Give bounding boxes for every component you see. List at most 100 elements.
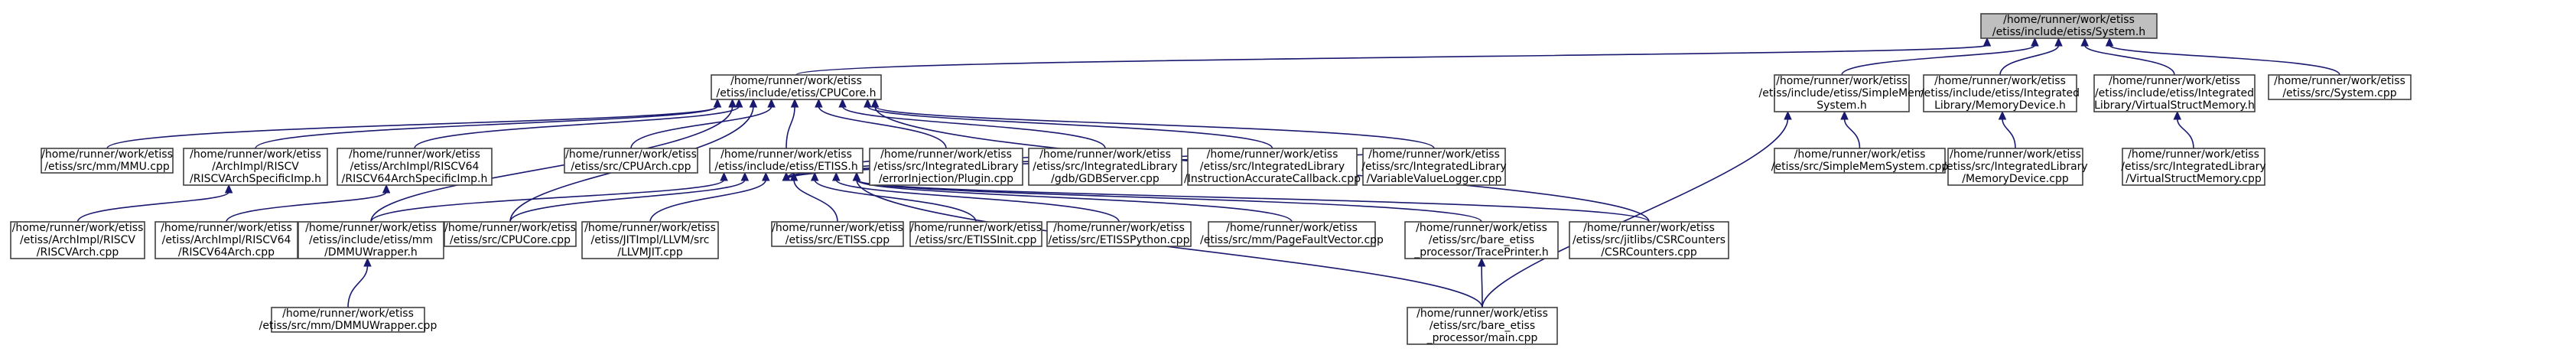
file-node-mmu-cpp[interactable]: /home/runner/work/etiss/etiss/src/mm/MMU… — [41, 148, 174, 174]
edge-arrowhead — [2173, 110, 2182, 120]
file-node-iac-cpp[interactable]: /home/runner/work/etiss/etiss/src/Integr… — [1184, 148, 1361, 186]
file-node-etiss-cpp[interactable]: /home/runner/work/etiss/etiss/src/ETISS.… — [771, 221, 904, 247]
file-node-label-line: /ArchImpl/RISCV — [212, 161, 299, 173]
file-node-box — [869, 148, 1023, 186]
file-node-box — [1187, 148, 1358, 186]
file-node-label-line: /home/runner/work/etiss — [1583, 222, 1715, 234]
file-node-etiss-h[interactable]: /home/runner/work/etiss/etiss/include/et… — [709, 148, 864, 174]
file-node-vvl-cpp[interactable]: /home/runner/work/etiss/etiss/src/Integr… — [1361, 148, 1507, 186]
file-node-label-line: /home/runner/work/etiss — [1207, 148, 1338, 161]
file-node-etissinit-cpp[interactable]: /home/runner/work/etiss/etiss/src/ETISSI… — [909, 221, 1042, 247]
file-node-label-line: /etiss/src/jitlibs/CSRCounters — [1573, 234, 1725, 246]
file-node-box — [1046, 221, 1192, 247]
edge-arrowhead — [1982, 37, 1992, 47]
file-node-box — [711, 74, 882, 100]
edge-arrowhead — [838, 98, 847, 108]
file-node-cpuarch-cpp[interactable]: /home/runner/work/etiss/etiss/src/CPUArc… — [564, 148, 698, 174]
file-node-vsm-cpp[interactable]: /home/runner/work/etiss/etiss/src/Integr… — [2121, 148, 2266, 186]
file-node-label-line: /home/runner/work/etiss — [2274, 75, 2405, 87]
file-node-label-line: /etiss/src/bare_etiss — [1429, 320, 1535, 332]
file-node-traceprinter-h[interactable]: /home/runner/work/etiss/etiss/src/bare_e… — [1404, 221, 1559, 259]
file-node-errinj-cpp[interactable]: /home/runner/work/etiss/etiss/src/Integr… — [869, 148, 1023, 186]
edge-arrowhead — [762, 171, 770, 181]
edge-memdev-cpp-to-memdev-h — [2002, 118, 2016, 149]
file-node-label-line: /home/runner/work/etiss — [41, 148, 173, 161]
file-node-label-line: /home/runner/work/etiss — [1950, 148, 2081, 161]
file-node-memdev-h[interactable]: /home/runner/work/etiss/etiss/include/et… — [1921, 74, 2080, 112]
file-node-main-cpp[interactable]: /home/runner/work/etiss/etiss/src/bare_e… — [1407, 307, 1558, 345]
file-node-box — [2268, 74, 2412, 100]
edge-arrowhead — [749, 98, 758, 108]
file-node-etisspy-cpp[interactable]: /home/runner/work/etiss/etiss/src/ETISSP… — [1046, 221, 1192, 247]
file-node-box — [771, 221, 904, 247]
edge-csr-cpp-to-etiss-h — [856, 179, 1650, 223]
file-node-label-line: /etiss/include/etiss/SimpleMem — [1759, 87, 1925, 99]
file-node-label-line: /home/runner/work/etiss — [1794, 148, 1926, 161]
file-node-dmmu-h[interactable]: /home/runner/work/etiss/etiss/include/et… — [298, 221, 444, 259]
file-node-gdb-cpp[interactable]: /home/runner/work/etiss/etiss/src/Integr… — [1028, 148, 1182, 186]
file-node-label-line: /home/runner/work/etiss — [584, 222, 716, 234]
file-node-csr-cpp[interactable]: /home/runner/work/etiss/etiss/src/jitlib… — [1569, 221, 1729, 259]
edge-arrowhead — [734, 98, 743, 108]
file-node-label-line: _processor/main.cpp — [1426, 332, 1538, 344]
edge-etiss-cpp-to-etiss-h — [793, 179, 838, 223]
file-node-riscvarch-cpp[interactable]: /home/runner/work/etiss/etiss/ArchImpl/R… — [10, 221, 145, 259]
edge-arrowhead — [2031, 37, 2039, 47]
file-node-box — [1028, 148, 1182, 186]
file-node-llvmjit-cpp[interactable]: /home/runner/work/etiss/etiss/JITImpl/LL… — [581, 221, 719, 259]
edge-arrowhead — [852, 171, 861, 181]
file-node-cpucore-h[interactable]: /home/runner/work/etiss/etiss/include/et… — [711, 74, 882, 100]
file-node-label-line: /etiss/src/IntegratedLibrary — [1361, 161, 1506, 173]
file-node-box — [1774, 74, 1910, 112]
file-node-box — [564, 148, 698, 174]
edge-memdev-h-to-system-h — [1999, 44, 2060, 76]
edge-dmmu-h-to-cpucore-h — [370, 106, 733, 223]
file-node-box — [2093, 74, 2256, 112]
file-node-system-cpp[interactable]: /home/runner/work/etiss/etiss/src/System… — [2268, 74, 2412, 100]
file-node-label-line: /home/runner/work/etiss — [1416, 222, 1547, 234]
file-node-label-line: /home/runner/work/etiss — [1053, 222, 1185, 234]
file-node-label-line: /etiss/src/System.cpp — [2282, 87, 2396, 99]
edge-simplemem-h-to-system-h — [1841, 44, 2036, 76]
file-node-memdev-cpp[interactable]: /home/runner/work/etiss/etiss/src/Integr… — [1943, 148, 2088, 186]
file-node-box — [1774, 148, 1946, 174]
file-node-dmmu-cpp[interactable]: /home/runner/work/etiss/etiss/src/mm/DMM… — [259, 307, 437, 333]
file-node-label-line: /gdb/GDBServer.cpp — [1051, 173, 1160, 185]
file-node-label-line: /etiss/src/CPUArch.cpp — [571, 161, 691, 173]
file-node-simplemem-h[interactable]: /home/runner/work/etiss/etiss/include/et… — [1759, 74, 1925, 112]
file-node-label-line: /home/runner/work/etiss — [349, 148, 480, 161]
file-node-label-line: /etiss/src/mm/PageFaultVector.cpp — [1200, 234, 1384, 246]
file-node-label-line: /etiss/ArchImpl/RISCV — [20, 234, 135, 246]
file-node-label-line: /home/runner/work/etiss — [720, 148, 852, 161]
file-node-vsm-h[interactable]: /home/runner/work/etiss/etiss/include/et… — [2093, 74, 2256, 112]
file-node-label-line: /errorInjection/Plugin.cpp — [879, 173, 1013, 185]
file-node-riscv64-h[interactable]: /home/runner/work/etiss/etiss/ArchImpl/R… — [337, 148, 493, 186]
edge-arrowhead — [782, 171, 791, 181]
edge-cpucore-cpp-to-etiss-h — [509, 179, 746, 223]
file-node-box — [1923, 74, 2077, 112]
file-node-box — [337, 148, 493, 186]
file-node-simplemem-cpp[interactable]: /home/runner/work/etiss/etiss/src/Simple… — [1771, 148, 1949, 174]
edge-dmmu-cpp-to-dmmu-h — [347, 265, 369, 308]
file-node-label-line: /etiss/src/ETISS.cpp — [785, 234, 890, 246]
edge-vsm-cpp-to-vsm-h — [2176, 118, 2194, 149]
edge-arrowhead — [740, 171, 750, 181]
file-node-label-line: /home/runner/work/etiss — [772, 222, 903, 234]
file-node-box — [1980, 13, 2158, 39]
file-node-box — [709, 148, 864, 174]
file-node-label-line: /CSRCounters.cpp — [1601, 246, 1697, 259]
file-node-label-line: /etiss/src/mm/MMU.cpp — [44, 161, 170, 173]
file-node-system-h: /home/runner/work/etiss/etiss/include/et… — [1980, 13, 2158, 39]
edge-mmu-cpp-to-cpucore-h — [106, 106, 718, 149]
file-node-label-line: /RISCVArchSpecificImp.h — [190, 173, 321, 185]
file-node-pfv-cpp[interactable]: /home/runner/work/etiss/etiss/src/mm/Pag… — [1200, 221, 1384, 247]
file-node-riscv64arch-cpp[interactable]: /home/runner/work/etiss/etiss/ArchImpl/R… — [154, 221, 298, 259]
file-node-label-line: /etiss/src/CPUCore.cpp — [450, 234, 571, 246]
file-node-label-line: System.h — [1817, 99, 1867, 112]
file-node-riscv-h[interactable]: /home/runner/work/etiss/ArchImpl/RISCV/R… — [183, 148, 328, 186]
edge-gdb-cpp-to-cpucore-h — [841, 106, 1106, 149]
file-node-box — [444, 221, 577, 247]
file-node-label-line: /etiss/src/IntegratedLibrary — [2121, 161, 2265, 173]
file-node-cpucore-cpp[interactable]: /home/runner/work/etiss/etiss/src/CPUCor… — [444, 221, 577, 247]
file-node-label-line: /RISCV64Arch.cpp — [178, 246, 275, 259]
